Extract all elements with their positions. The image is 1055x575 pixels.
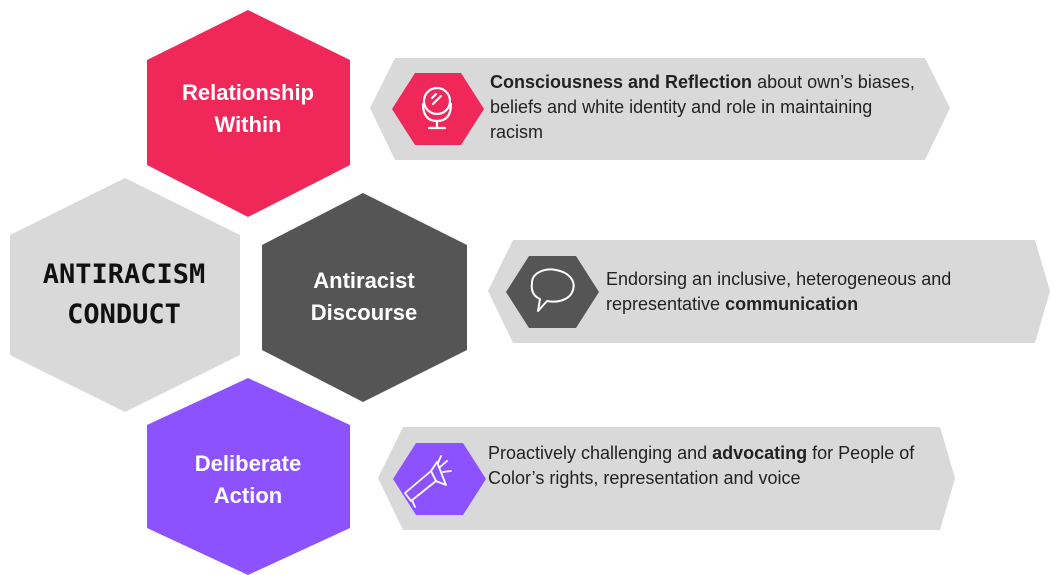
action-desc-pre: Proactively challenging and [488, 443, 713, 463]
icon-hex-discourse [506, 256, 599, 328]
antiracism-conduct-title: ANTIRACISM CONDUCT [8, 255, 240, 335]
relationship-within-label: Relationship Within [150, 72, 346, 146]
center-title-line2: CONDUCT [67, 299, 181, 330]
megaphone-icon [404, 455, 452, 508]
relationship-title-line1: Relationship [181, 80, 314, 105]
banner-discourse [488, 240, 1050, 343]
speech-bubble-icon [530, 268, 575, 312]
antiracist-discourse-label: Antiracist Discourse [263, 260, 465, 334]
banner-relationship [370, 58, 950, 160]
icon-hex-relationship [392, 73, 484, 145]
action-title-line2: Action [213, 483, 283, 508]
discourse-title-line1: Antiracist [313, 268, 415, 293]
relationship-desc-rest: about own’s biases, beliefs and white id… [490, 72, 915, 142]
action-desc-rest: for People of Color’s rights, representa… [488, 443, 915, 488]
discourse-description: Endorsing an inclusive, heterogeneous an… [606, 267, 1036, 317]
discourse-desc-pre: Endorsing an inclusive, heterogeneous an… [606, 269, 952, 314]
mirror-icon [421, 86, 453, 130]
deliberate-action-label: Deliberate Action [150, 443, 346, 517]
hex-antiracism-conduct [10, 178, 240, 412]
hex-antiracist-discourse [262, 193, 467, 402]
relationship-description: Consciousness and Reflection about own’s… [490, 70, 920, 145]
hex-relationship-within [147, 10, 350, 217]
relationship-desc-bold: Consciousness and Reflection [490, 72, 753, 92]
action-description: Proactively challenging and advocating f… [488, 441, 928, 491]
action-desc-bold: advocating [712, 443, 808, 463]
hex-deliberate-action [147, 378, 350, 575]
banner-action [378, 427, 955, 530]
action-title-line1: Deliberate [194, 451, 302, 476]
discourse-title-line2: Discourse [310, 300, 418, 325]
discourse-desc-bold: communication [725, 294, 859, 314]
relationship-title-line2: Within [214, 112, 282, 137]
center-title-line1: ANTIRACISM [42, 259, 206, 290]
